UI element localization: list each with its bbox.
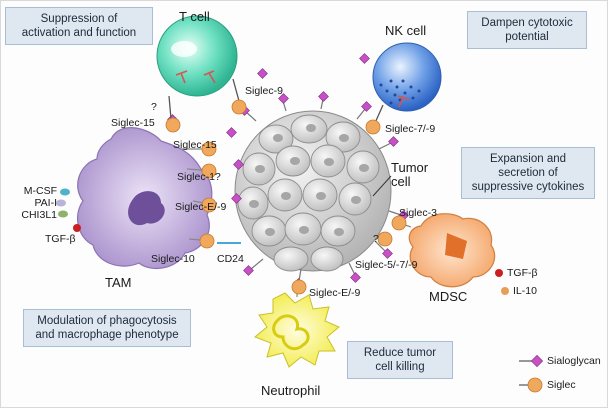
mdsc-cell	[408, 213, 496, 288]
neutrophil-cell	[254, 292, 340, 368]
label-tumor-cell: Tumor cell	[391, 160, 429, 189]
legend-sialoglycan: Sialoglycan	[547, 355, 601, 367]
box-modulation: Modulation of phagocytosis and macrophag…	[23, 309, 191, 347]
label-mdsc-tgf: TGF-β	[507, 267, 538, 279]
label-siglec-5-7-9: Siglec-5/-7/-9	[355, 259, 418, 271]
label-tam: TAM	[105, 275, 132, 290]
label-question-tcell: ?	[151, 101, 157, 113]
box-reduce: Reduce tumor cell killing	[347, 341, 453, 379]
label-mdsc: MDSC	[429, 289, 468, 304]
label-siglec-10: Siglec-10	[151, 253, 195, 265]
legend-symbols	[519, 354, 544, 393]
label-siglec-e9-neutrophil: Siglec-E/-9	[309, 287, 361, 299]
tam-cell	[76, 127, 213, 270]
legend-siglec: Siglec	[547, 379, 576, 391]
label-siglec-15-tcell: Siglec-15	[111, 117, 155, 129]
box-dampen: Dampen cytotoxic potential	[467, 11, 587, 49]
label-tam-cytokines: M-CSF PAI-I CHI3L1	[21, 185, 57, 221]
label-cd24: CD24	[217, 253, 244, 265]
label-nk-cell: NK cell	[385, 23, 427, 38]
tumor-cluster	[234, 110, 392, 272]
label-tam-tgf: TGF-β	[45, 233, 76, 245]
mdsc-cytokine-dots	[495, 269, 509, 295]
label-siglec-15-tam: Siglec-15	[173, 139, 217, 151]
nk-cell	[372, 42, 442, 112]
label-question-mdsc: ?	[373, 233, 379, 245]
label-siglec-e9-tam: Siglec-E/-9	[175, 201, 227, 213]
label-neutrophil: Neutrophil	[261, 383, 321, 398]
label-siglec-7-9: Siglec-7/-9	[385, 123, 436, 135]
t-cell	[156, 15, 238, 97]
siglec-set	[165, 99, 407, 295]
label-siglec-9-tcell: Siglec-9	[245, 85, 283, 97]
box-suppression: Suppression of activation and function	[5, 7, 153, 45]
tumor-pointer	[372, 175, 392, 197]
label-siglec-1: Siglec-1?	[177, 171, 221, 183]
label-t-cell: T cell	[179, 9, 210, 24]
label-siglec-3: Siglec-3	[399, 207, 437, 219]
box-expansion: Expansion and secretion of suppressive c…	[461, 147, 595, 199]
label-mdsc-il10: IL-10	[513, 285, 537, 297]
tam-cytokine-dots	[56, 188, 81, 232]
